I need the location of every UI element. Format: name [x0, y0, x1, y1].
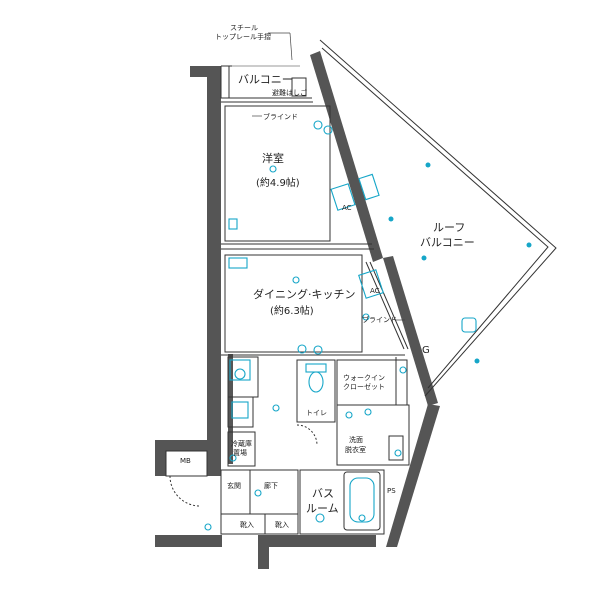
ps-label: PS	[387, 487, 396, 495]
roof-balcony-label-2: バルコニー	[420, 236, 475, 249]
bathtub-icon	[349, 477, 375, 523]
wall-diagonal-lower	[383, 256, 438, 406]
leader-lines	[252, 32, 405, 321]
wall-bottom-left	[155, 535, 222, 547]
hallway-label: 廊下	[264, 481, 278, 490]
ceiling-light-icon	[388, 216, 394, 222]
roof-balcony-label-1: ルーフ	[433, 221, 465, 234]
ceiling-light-icon	[394, 449, 402, 457]
sink-icon	[234, 368, 246, 380]
washroom-label-2: 脱衣室	[345, 445, 366, 454]
fridge-label-1: 冷蔵庫	[231, 439, 252, 448]
outlet-icon	[345, 411, 353, 419]
ac-label-1: AC	[342, 204, 352, 212]
western-room-size: (約4.9帖)	[256, 176, 300, 189]
bath-label-1: バス	[312, 487, 334, 500]
toilet-icon	[308, 371, 324, 393]
outlet-icon	[228, 218, 238, 230]
entrance-label: 玄関	[227, 481, 241, 490]
window-unit-icon	[358, 173, 380, 201]
wall-diagonal-upper	[310, 51, 383, 262]
walk-in-closet-label-1: ウォークイン	[343, 374, 385, 382]
window-unit-icon	[358, 269, 384, 299]
outlet-icon	[315, 513, 325, 523]
wall-top-stub	[190, 66, 221, 77]
outlet-icon	[358, 514, 366, 522]
ceiling-light-icon	[526, 242, 532, 248]
western-room-label: 洋室	[262, 151, 284, 165]
outlet-icon	[229, 359, 251, 381]
fridge-label-2: 置場	[233, 448, 247, 457]
outlet-icon	[399, 366, 407, 374]
ceiling-light-icon	[272, 404, 280, 412]
bath-label-2: ルーム	[306, 502, 339, 515]
walls	[155, 51, 440, 569]
wall-mb-top	[155, 440, 221, 451]
g-label: G	[422, 345, 430, 356]
ceiling-light-icon	[425, 162, 431, 168]
blind-label-2: ブラインド	[362, 315, 397, 324]
outlet-icon	[297, 344, 307, 354]
steel-rail-label-1: スチール	[230, 24, 258, 32]
window-unit-icon	[330, 183, 356, 211]
ceiling-light-icon	[292, 276, 300, 284]
wall-bottom-center	[258, 535, 376, 547]
mb-label: MB	[180, 457, 191, 465]
outlet-icon	[323, 125, 333, 135]
interior-lines	[165, 39, 557, 535]
ac-label-2: AC	[370, 287, 380, 295]
wall-mb-inner	[207, 451, 221, 476]
balcony-label: バルコニー	[238, 73, 293, 86]
wall-kitchen-toilet	[228, 354, 233, 464]
dining-kitchen-size: (約6.3帖)	[270, 304, 314, 317]
outlet-icon	[229, 454, 237, 462]
outlet-icon	[313, 345, 323, 355]
room-labels: スチール トップレール手摺 バルコニー 避難はしご ブラインド 洋室 (約4.9…	[180, 24, 475, 529]
dining-kitchen-label: ダイニング·キッチン	[253, 287, 356, 301]
escape-ladder-label: 避難はしご	[272, 88, 307, 97]
fixtures	[204, 120, 532, 531]
wall-bottom-stub	[258, 547, 269, 569]
ceiling-light-icon	[474, 358, 480, 364]
shoe-box-label-1: 靴入	[240, 520, 254, 529]
outlet-icon	[313, 120, 323, 130]
outlet-icon	[364, 408, 372, 416]
stove-icon	[231, 401, 249, 419]
outlet-icon	[204, 523, 212, 531]
ceiling-light-icon	[421, 255, 427, 261]
outlet-icon	[254, 489, 262, 497]
shoe-box-label-2: 靴入	[275, 520, 289, 529]
toilet-icon	[305, 363, 327, 373]
outlet-icon	[362, 313, 370, 321]
steel-rail-label-2: トップレール手摺	[215, 32, 271, 41]
wall-left	[207, 66, 221, 444]
outlet-icon	[228, 257, 248, 269]
outlet-icon	[461, 317, 477, 333]
walk-in-closet-label-2: クローゼット	[343, 382, 385, 391]
wall-mb-left	[155, 440, 166, 476]
washroom-label-1: 洗面	[349, 435, 363, 444]
wall-right-lower	[386, 404, 440, 547]
ceiling-light-icon	[269, 165, 277, 173]
toilet-label: トイレ	[306, 409, 327, 417]
blind-label-1: ブラインド	[263, 112, 298, 121]
